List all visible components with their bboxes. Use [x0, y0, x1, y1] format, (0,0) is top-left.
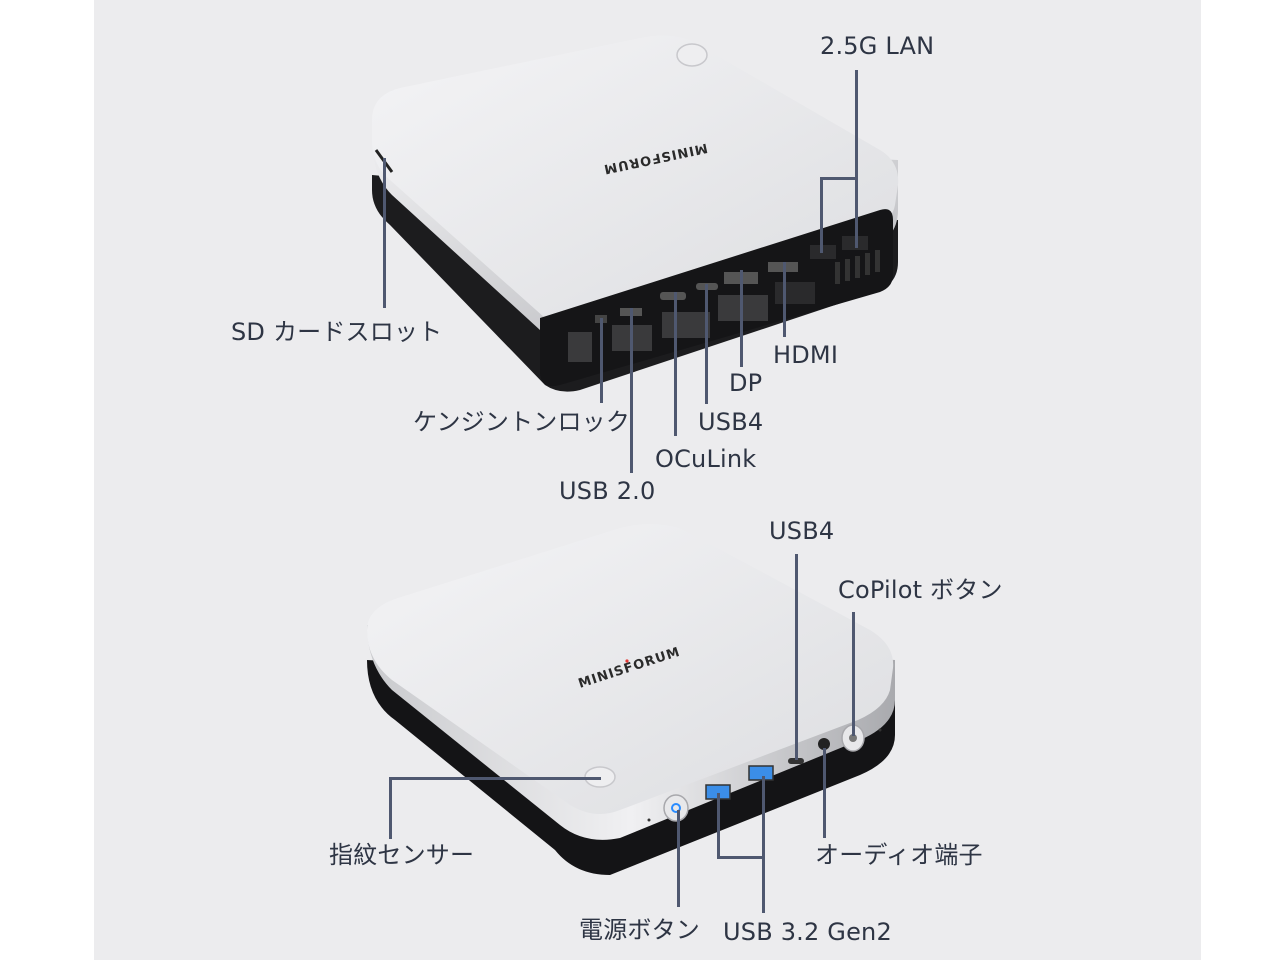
- label-usb20: USB 2.0: [559, 477, 656, 505]
- leader-line-fingerprint-h: [389, 777, 601, 780]
- label-dp: DP: [729, 369, 763, 397]
- label-audio-jack: オーディオ端子: [815, 841, 983, 869]
- leader-line-audio: [823, 748, 826, 838]
- leader-line-usb4-rear: [705, 284, 708, 404]
- label-copilot-button: CoPilot ボタン: [838, 576, 1003, 604]
- leader-line-power: [677, 810, 680, 907]
- leader-line-lan-main: [855, 70, 858, 248]
- label-2-5g-lan: 2.5G LAN: [820, 32, 935, 60]
- label-fingerprint-sensor: 指紋センサー: [329, 841, 475, 869]
- leader-line-lan-bracket: [820, 177, 858, 180]
- label-usb4-rear: USB4: [698, 408, 764, 436]
- leader-line-dp: [740, 270, 743, 367]
- label-sd-card-slot: SD カードスロット: [231, 318, 443, 346]
- label-kensington-lock: ケンジントンロック: [413, 408, 631, 436]
- leader-line-oculink: [674, 292, 677, 436]
- label-power-button: 電源ボタン: [579, 916, 700, 944]
- label-usb32-gen2: USB 3.2 Gen2: [723, 918, 892, 946]
- front-view-device: MINISFORUM: [367, 524, 895, 875]
- label-hdmi: HDMI: [773, 341, 839, 369]
- leader-line-sd: [383, 158, 386, 308]
- leader-line-usb32-left: [717, 793, 720, 859]
- leader-line-fingerprint-v: [389, 777, 392, 839]
- leader-line-kensington: [600, 318, 603, 403]
- leader-line-copilot: [852, 612, 855, 736]
- leader-line-usb32-bracket: [717, 856, 765, 859]
- leader-line-lan-left: [820, 177, 823, 253]
- leader-line-usb20: [630, 308, 633, 473]
- leader-line-hdmi: [783, 262, 786, 337]
- label-oculink: OCuLink: [655, 445, 757, 473]
- label-usb4-front: USB4: [769, 517, 835, 545]
- rear-view-device: MINISFORUM: [372, 35, 899, 392]
- leader-line-usb32-right: [762, 776, 765, 913]
- leader-line-usb4-front: [795, 554, 798, 760]
